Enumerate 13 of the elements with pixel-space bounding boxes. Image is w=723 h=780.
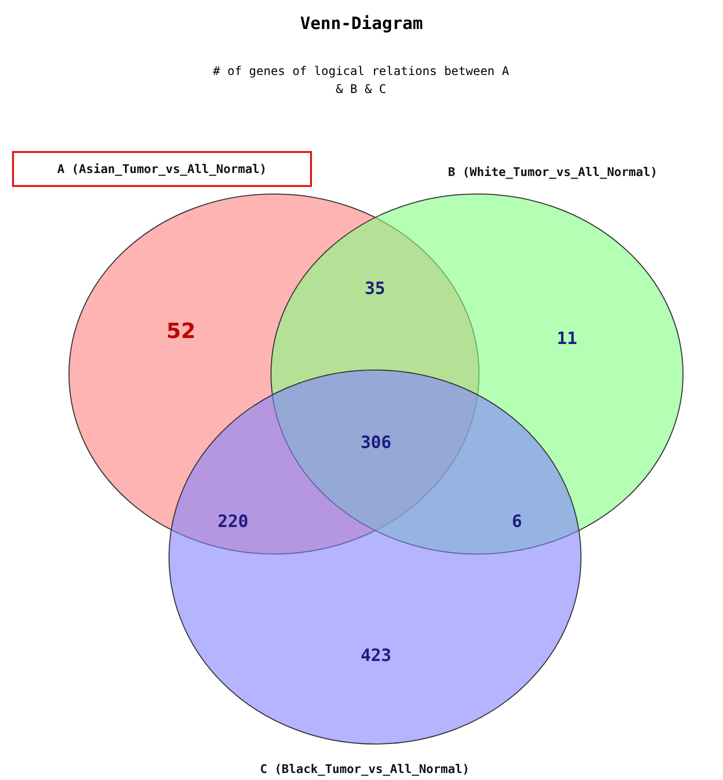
subtitle: # of genes of logical relations between A & B & C — [212, 63, 510, 98]
set-label: A (Asian_Tumor_vs_All_Normal) — [57, 162, 267, 176]
count-label: 220 — [218, 512, 248, 532]
count-label: 11 — [556, 329, 578, 349]
set-label: B (White_Tumor_vs_All_Normal) — [448, 165, 658, 179]
highlight-box — [12, 151, 312, 187]
count-label: 6 — [512, 512, 522, 532]
count-label: 306 — [360, 433, 392, 453]
set-label: C (Black_Tumor_vs_All_Normal) — [260, 762, 470, 776]
diagram-title: Venn-Diagram — [299, 14, 424, 34]
count-label: 423 — [360, 646, 392, 666]
count-label: 35 — [364, 279, 386, 299]
count-label: 52 — [166, 319, 196, 343]
